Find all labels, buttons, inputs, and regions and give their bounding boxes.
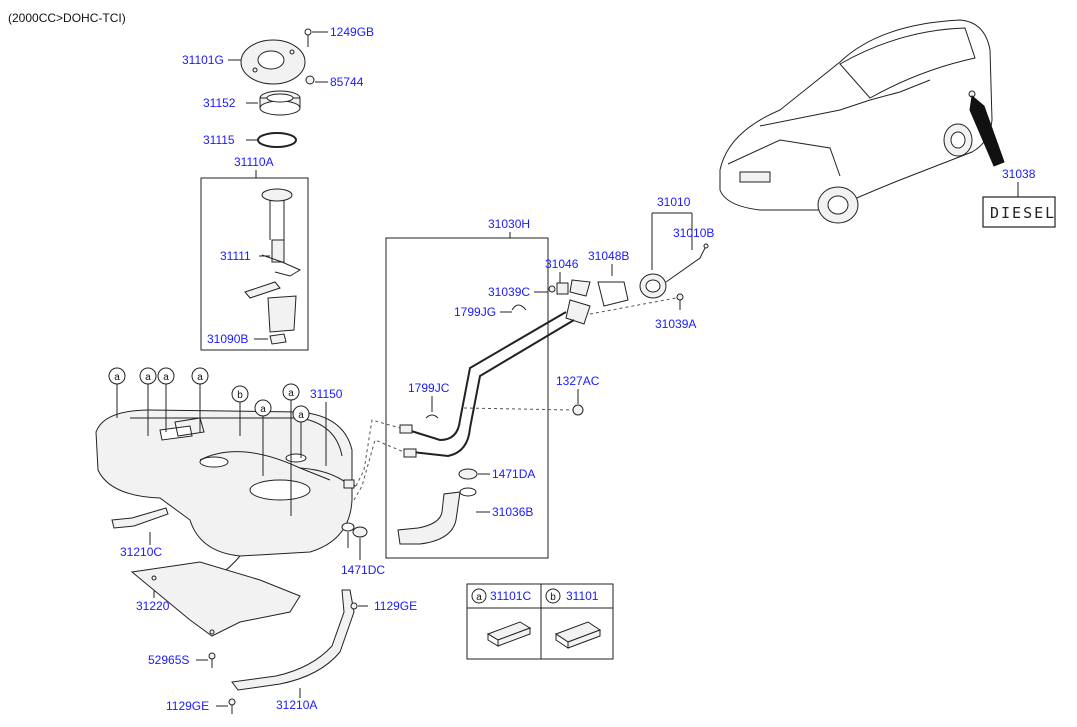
lock-ring-icon	[259, 90, 301, 116]
pad-31101-icon	[554, 621, 602, 649]
svg-text:b: b	[237, 390, 243, 401]
part-label-1799jg[interactable]: 1799JG	[454, 305, 496, 319]
svg-text:a: a	[145, 372, 151, 383]
vehicle-suv-icon	[719, 19, 993, 224]
part-label-31010[interactable]: 31010	[657, 195, 691, 209]
svg-text:a: a	[197, 372, 203, 383]
svg-text:a: a	[288, 388, 294, 399]
diesel-badge	[982, 196, 1056, 228]
filler-hose-31036b-icon	[397, 487, 477, 545]
part-label-1249gb[interactable]: 1249GB	[330, 25, 374, 39]
part-label-31046[interactable]: 31046	[545, 257, 579, 271]
part-label-1471da[interactable]: 1471DA	[492, 467, 535, 481]
part-label-31048b[interactable]: 31048B	[588, 249, 629, 263]
part-label-31090b[interactable]: 31090B	[207, 332, 248, 346]
part-label-31220[interactable]: 31220	[136, 599, 170, 613]
svg-text:a: a	[163, 372, 169, 383]
part-label-1129ge-bottom[interactable]: 1129GE	[166, 699, 209, 713]
strap-31210a-icon	[231, 589, 355, 691]
part-label-31210a[interactable]: 31210A	[276, 698, 317, 712]
part-label-1327ac[interactable]: 1327AC	[556, 374, 600, 388]
pump-cover-plate-icon	[240, 39, 306, 85]
part-label-31110a[interactable]: 31110A	[234, 155, 274, 169]
fuel-tank-icon	[95, 409, 357, 591]
svg-text:a: a	[298, 410, 304, 421]
part-label-31036b[interactable]: 31036B	[492, 505, 533, 519]
part-label-31150[interactable]: 31150	[310, 387, 343, 401]
callout-a-1[interactable]: a	[108, 367, 126, 385]
part-label-31039c[interactable]: 31039C	[488, 285, 530, 299]
part-label-85744[interactable]: 85744	[330, 75, 364, 89]
tether-strap	[665, 245, 707, 283]
part-label-31101g[interactable]: 31101G	[182, 53, 224, 67]
part-label-31010b[interactable]: 31010B	[673, 226, 714, 240]
filler-neck-pipe-icon	[399, 279, 629, 458]
part-label-1799jc[interactable]: 1799JC	[408, 381, 450, 395]
heat-shield-31220-icon	[130, 561, 301, 637]
pad-31101c-icon	[486, 621, 532, 647]
engine-spec-title: (2000CC>DOHC-TCI)	[8, 11, 126, 25]
callout-a-5[interactable]: a	[254, 399, 272, 417]
legend-part-a[interactable]: 31101C	[490, 589, 531, 603]
hose-clamp-1471da-icon	[458, 468, 478, 480]
part-label-31039a[interactable]: 31039A	[655, 317, 696, 331]
svg-text:a: a	[476, 592, 482, 603]
clip-1799jc-icon	[425, 414, 439, 419]
screw-1249gb-icon	[304, 28, 312, 47]
pump-module-frame	[200, 177, 309, 351]
bolt-1327ac-icon	[572, 404, 584, 416]
fuel-cap-icon	[639, 273, 667, 299]
callout-a-7[interactable]: a	[292, 405, 310, 423]
legend-table: a 31101C b 31101	[466, 583, 614, 660]
part-label-52965s[interactable]: 52965S	[148, 653, 189, 667]
svg-text:b: b	[550, 592, 556, 603]
callout-a-6[interactable]: a	[282, 383, 300, 401]
part-label-1471dc[interactable]: 1471DC	[341, 563, 385, 577]
part-label-31111[interactable]: 31111	[220, 249, 251, 263]
svg-text:a: a	[260, 404, 266, 415]
callout-b-1[interactable]: b	[231, 385, 249, 403]
part-label-31210c[interactable]: 31210C	[120, 545, 162, 559]
callout-a-4[interactable]: a	[191, 367, 209, 385]
part-label-1129ge-right[interactable]: 1129GE	[374, 599, 417, 613]
o-ring-icon	[257, 132, 297, 148]
filler-neck-frame	[385, 237, 549, 559]
legend-part-b[interactable]: 31101	[566, 589, 599, 603]
part-label-31030h[interactable]: 31030H	[488, 217, 530, 231]
part-label-31115[interactable]: 31115	[203, 133, 235, 147]
screw-31039a-icon	[676, 293, 684, 310]
strap-31210c-icon	[111, 507, 169, 529]
bolt-1129ge-bottom-icon	[228, 698, 236, 714]
nut-85744-icon	[305, 75, 315, 85]
legend-key-b: b	[545, 588, 561, 604]
bolt-1129ge-right-icon	[350, 602, 358, 610]
part-label-31152[interactable]: 31152	[203, 96, 236, 110]
hose-clamp-1471dc-icon	[352, 526, 368, 538]
callout-a-2[interactable]: a	[139, 367, 157, 385]
diesel-badge-text: DIESEL	[990, 204, 1056, 222]
part-label-31038[interactable]: 31038	[1002, 167, 1036, 181]
fuel-pump-module-icon	[244, 188, 302, 345]
legend-key-a: a	[471, 588, 487, 604]
screw-52965s-icon	[208, 652, 216, 668]
callout-a-3[interactable]: a	[157, 367, 175, 385]
pointer-arrow	[969, 95, 1005, 167]
svg-text:a: a	[114, 372, 120, 383]
